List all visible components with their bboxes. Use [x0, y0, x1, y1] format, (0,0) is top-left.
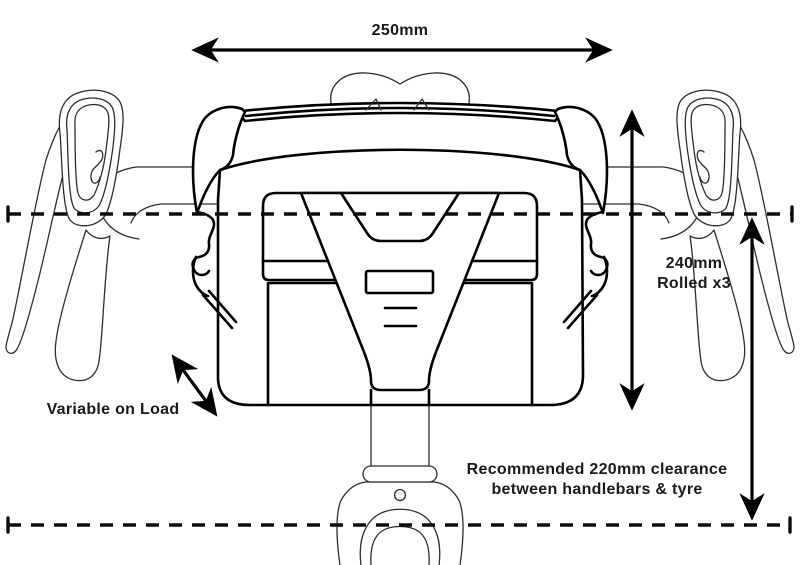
clearance-line1: Recommended 220mm clearance — [466, 461, 728, 478]
buckle — [364, 269, 435, 295]
bag-left-ear — [191, 105, 247, 215]
clearance-note-label: Recommended 220mm clearance between hand… — [447, 460, 747, 500]
bag-right-ear — [553, 105, 609, 215]
width-dimension-label: 250mm — [371, 22, 429, 39]
variable-load-arrow — [171, 354, 218, 417]
dimension-arrows — [171, 37, 765, 521]
clearance-line2: between handlebars & tyre — [491, 481, 703, 498]
rolled-top-back — [330, 72, 470, 109]
datum-lines — [6, 205, 794, 534]
height-note: Rolled x3 — [657, 275, 731, 292]
headset-collar — [362, 465, 438, 483]
height-value: 240mm — [665, 255, 723, 272]
variable-load-label: Variable on Load — [46, 401, 180, 418]
crown-bolt — [393, 488, 407, 502]
fork-and-steerer — [336, 405, 464, 565]
strap-stitch-lines — [383, 306, 418, 328]
handlebar-bag — [191, 98, 609, 407]
height-dimension-label: 240mm Rolled x3 — [619, 254, 769, 294]
